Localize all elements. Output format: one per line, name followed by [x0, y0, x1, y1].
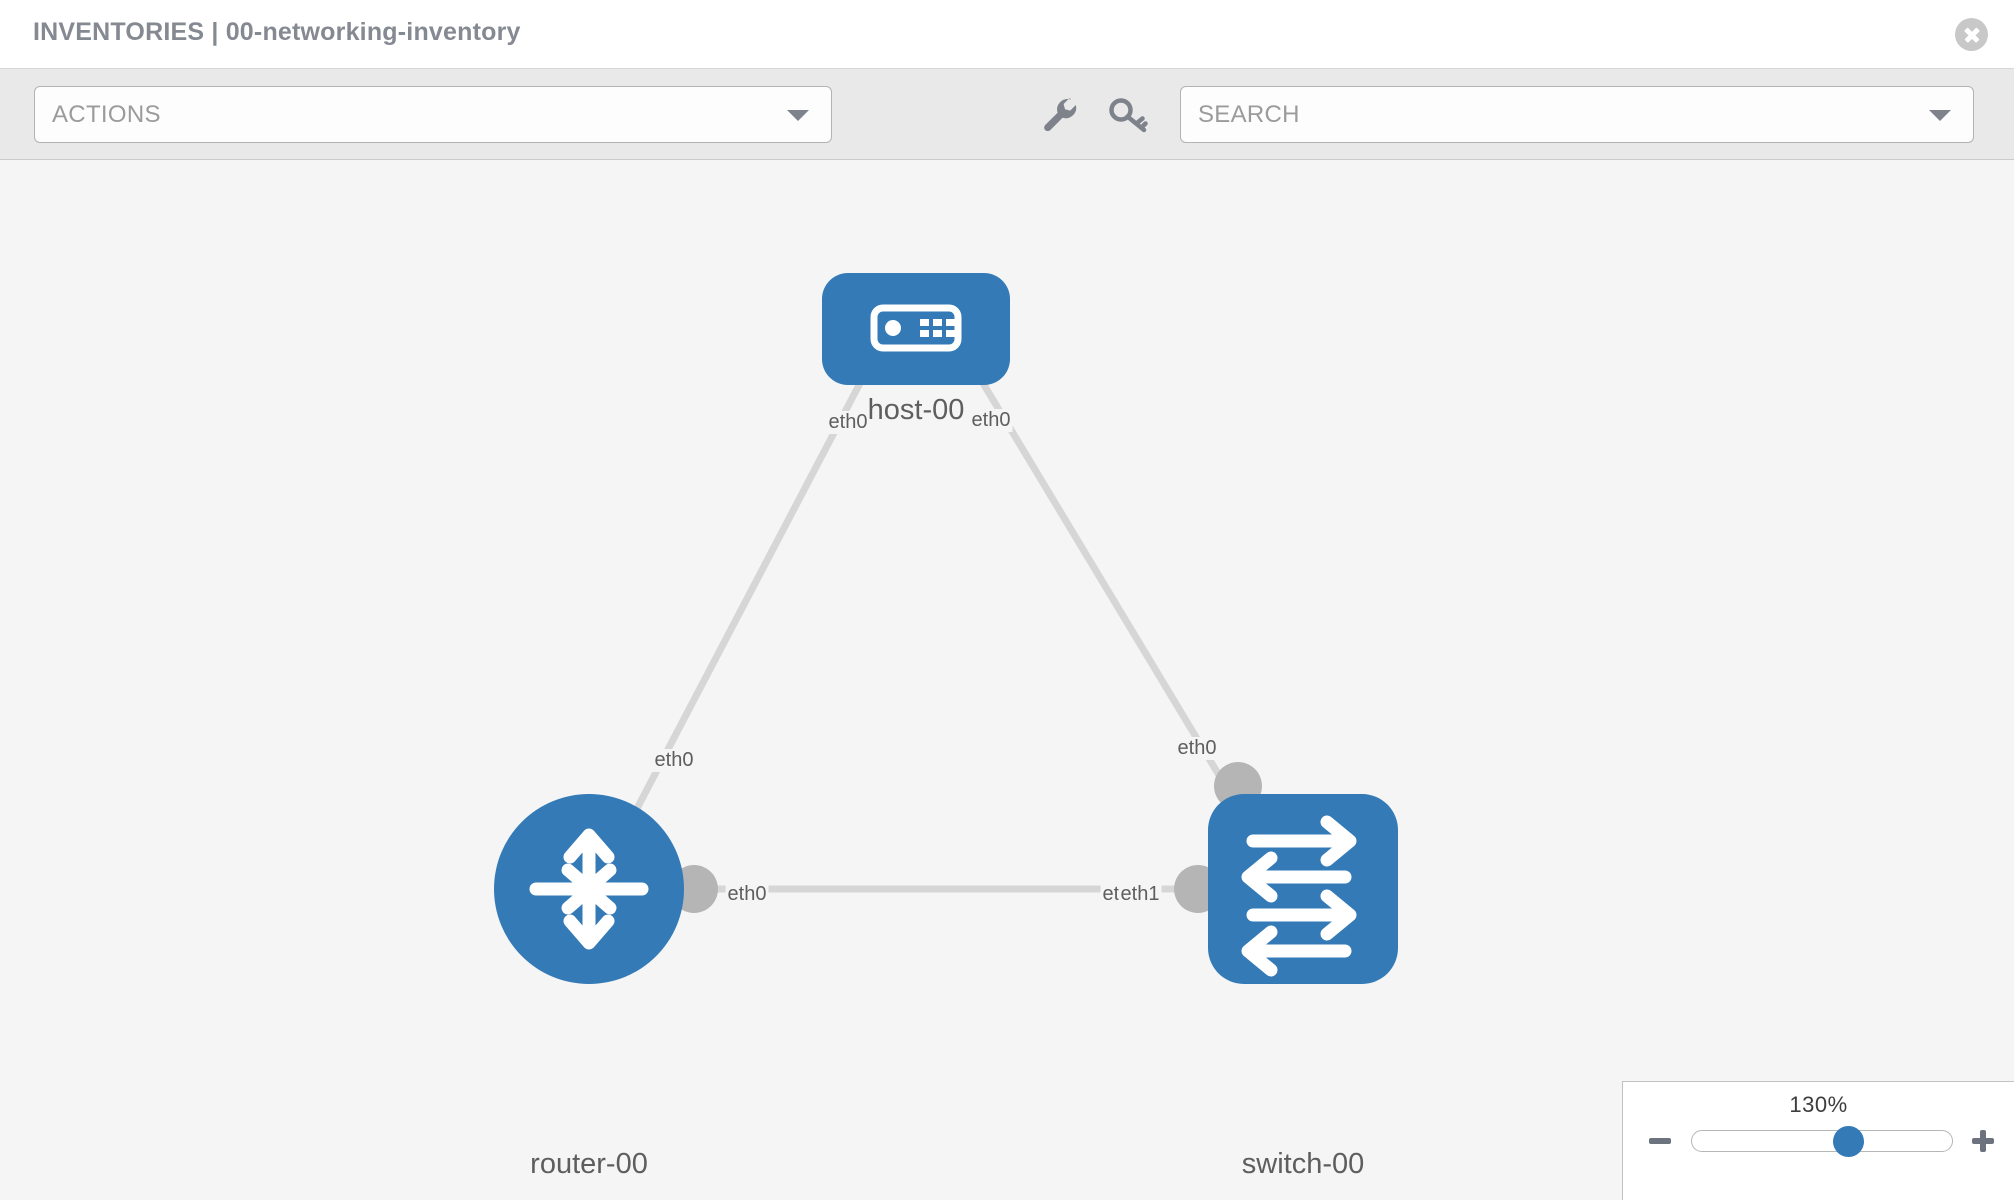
- edge-label-host00-switch00-source: eth0: [969, 409, 1013, 432]
- page-title: INVENTORIES | 00-networking-inventory: [33, 18, 521, 46]
- node-switch-00[interactable]: [1208, 794, 1398, 984]
- wrench-icon[interactable]: [1036, 91, 1084, 139]
- zoom-slider-thumb[interactable]: [1833, 1126, 1864, 1157]
- node-router-00[interactable]: [494, 794, 684, 984]
- node-label-host-00: host-00: [865, 394, 967, 427]
- zoom-in-button[interactable]: [1968, 1126, 1998, 1156]
- close-icon[interactable]: [1955, 18, 1988, 51]
- chevron-down-icon: [787, 109, 809, 121]
- chevron-down-icon[interactable]: [1929, 109, 1951, 121]
- actions-dropdown[interactable]: ACTIONS: [34, 86, 832, 143]
- search-placeholder: SEARCH: [1198, 101, 1300, 128]
- edge-label-switch00-host00-target: eth0: [1175, 737, 1219, 760]
- zoom-slider[interactable]: [1691, 1126, 1953, 1157]
- edge-label-router00-switch00-source: eth0: [725, 883, 769, 906]
- edge-label-switch00-router00-target: eth1: [1118, 883, 1162, 906]
- zoom-out-button[interactable]: [1645, 1126, 1675, 1156]
- edge-label-host00-router00-source: eth0: [826, 411, 870, 434]
- zoom-level-value: 130%: [1789, 1092, 1848, 1117]
- search-input[interactable]: SEARCH: [1180, 86, 1974, 143]
- node-host-00[interactable]: [822, 273, 1010, 385]
- zoom-control-panel: 130%: [1622, 1081, 2014, 1200]
- key-icon[interactable]: [1104, 91, 1152, 139]
- window-header: INVENTORIES | 00-networking-inventory: [0, 0, 2014, 69]
- topology-graph: [494, 273, 1398, 984]
- topology-canvas[interactable]: host-00 router-00 switch-00 eth0 eth0 et…: [0, 160, 2014, 1200]
- node-label-router-00: router-00: [528, 1148, 650, 1181]
- edge-label-router00-host00-target: eth0: [652, 749, 696, 772]
- toolbar: ACTIONS SEARCH: [0, 69, 2014, 160]
- actions-dropdown-label: ACTIONS: [52, 101, 161, 128]
- node-label-switch-00: switch-00: [1239, 1148, 1367, 1181]
